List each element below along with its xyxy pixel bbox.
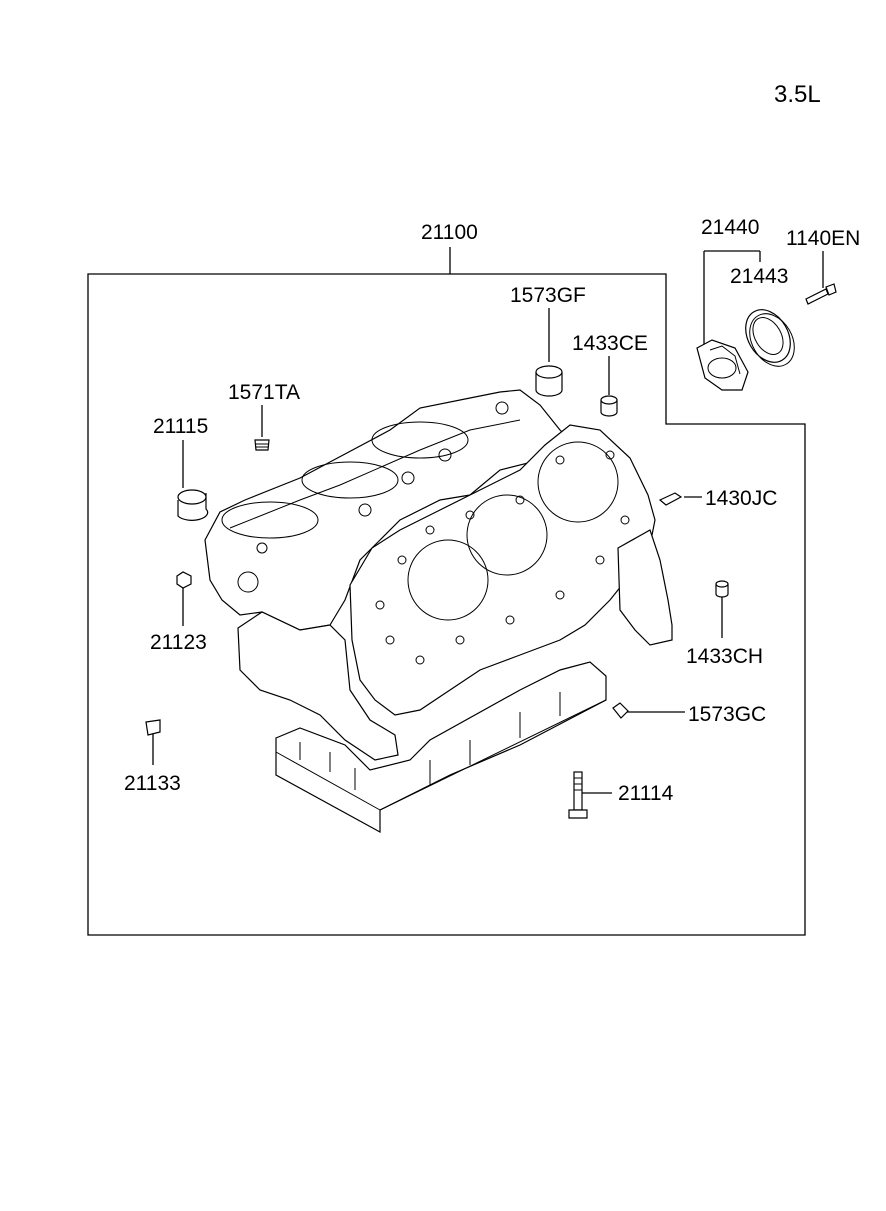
bolt-1140en xyxy=(805,251,837,305)
assembly-boundary xyxy=(87,273,806,936)
plug-21115 xyxy=(177,440,209,521)
engine-block xyxy=(204,389,673,834)
part-label-1571ta: 1571TA xyxy=(228,381,300,404)
dowel-1433ce xyxy=(600,356,618,417)
part-label-21440: 21440 xyxy=(701,216,759,239)
part-label-21115: 21115 xyxy=(153,415,208,438)
oil-seal-case-21440 xyxy=(696,339,749,391)
plug-21133 xyxy=(145,719,161,765)
part-label-21123: 21123 xyxy=(150,631,207,654)
engine-size-label: 3.5L xyxy=(774,81,821,108)
part-label-1573gc: 1573GC xyxy=(688,703,766,726)
part-label-1573gf: 1573GF xyxy=(510,284,586,307)
leader-bracket-21440 xyxy=(703,250,761,345)
part-label-21100: 21100 xyxy=(421,221,478,244)
dowel-1433ch xyxy=(715,580,729,638)
oil-seal-21443 xyxy=(745,309,795,367)
part-label-21114: 21114 xyxy=(618,782,674,805)
part-label-21133: 21133 xyxy=(124,772,181,795)
pin-1430jc xyxy=(658,492,702,506)
part-label-1433ce: 1433CE xyxy=(572,332,648,355)
bolt-21123 xyxy=(176,571,192,626)
plug-1573gc xyxy=(612,702,685,719)
part-label-1433ch: 1433CH xyxy=(686,645,763,668)
part-label-1430jc: 1430JC xyxy=(705,487,777,510)
plug-1571ta xyxy=(254,405,270,451)
part-label-21443: 21443 xyxy=(730,265,788,288)
plug-1573gf xyxy=(535,308,563,397)
bolt-21114 xyxy=(568,771,612,819)
part-label-1140en: 1140EN xyxy=(786,227,860,250)
